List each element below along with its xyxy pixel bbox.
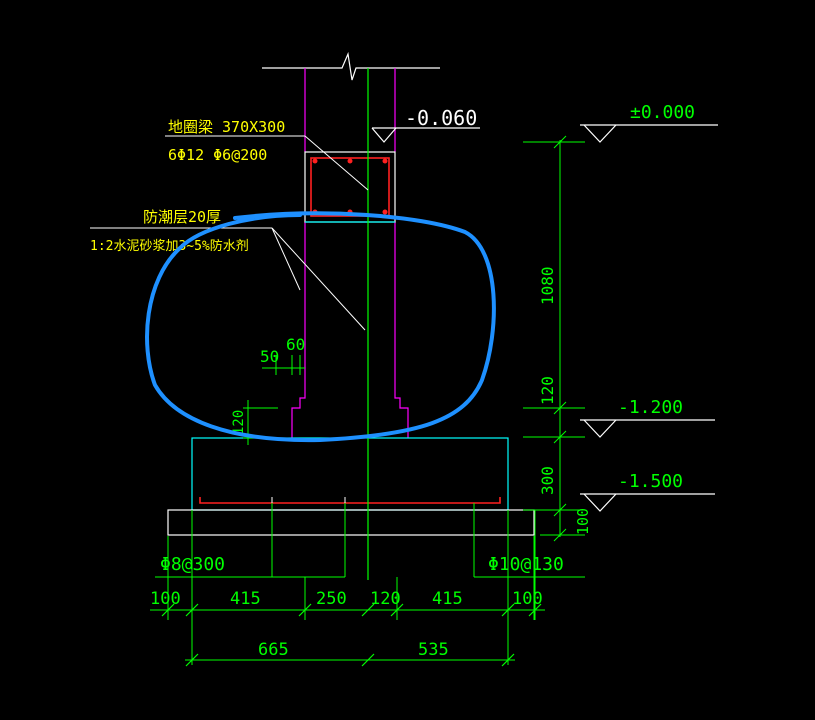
dim-415-left: 415 <box>230 589 261 609</box>
elevation-marks <box>371 124 718 512</box>
rebar-ticks <box>271 497 346 503</box>
dim-535: 535 <box>418 640 449 660</box>
dim-100-left: 100 <box>150 589 181 609</box>
dpc-spec: 1:2水泥砂浆加3~5%防水剂 <box>90 238 249 254</box>
hand-drawn-highlight-circle <box>145 211 496 443</box>
dim-120-vert: 120 <box>538 376 557 405</box>
bottom-dim-ticks <box>161 603 542 667</box>
footing <box>191 437 509 511</box>
elev-beam-top: -0.060 <box>405 106 477 130</box>
dim-415-right: 415 <box>432 589 463 609</box>
dim-250: 250 <box>316 589 347 609</box>
elev-footing-bottom: -1.500 <box>618 471 683 492</box>
dim-120-step: 120 <box>231 410 247 435</box>
top-break-line <box>262 51 440 81</box>
vertical-dim-lines <box>243 135 585 542</box>
cushion-layer <box>167 509 535 536</box>
dim-100-vert: 100 <box>574 508 592 535</box>
ring-beam-title: 地圈梁 370X300 <box>168 118 285 136</box>
ring-beam-rebar: 6Φ12 Φ6@200 <box>168 146 267 164</box>
elev-ground: ±0.000 <box>630 102 695 123</box>
elev-footing-top: -1.200 <box>618 397 683 418</box>
wall-outline <box>291 68 409 438</box>
dim-120-bottom: 120 <box>370 589 401 609</box>
bottom-dim-lines <box>150 503 585 665</box>
dpc-title: 防潮层20厚 <box>143 208 221 226</box>
rebar-right-label: Φ10@130 <box>488 554 564 575</box>
dim-1080: 1080 <box>538 266 557 305</box>
dim-300: 300 <box>538 466 557 495</box>
dim-100-right: 100 <box>512 589 543 609</box>
footing-rebar <box>199 497 501 504</box>
dim-60: 60 <box>286 335 305 354</box>
rebar-left-label: Φ8@300 <box>160 554 225 575</box>
dim-665: 665 <box>258 640 289 660</box>
leader-lines <box>90 135 369 331</box>
dim-50: 50 <box>260 347 279 366</box>
